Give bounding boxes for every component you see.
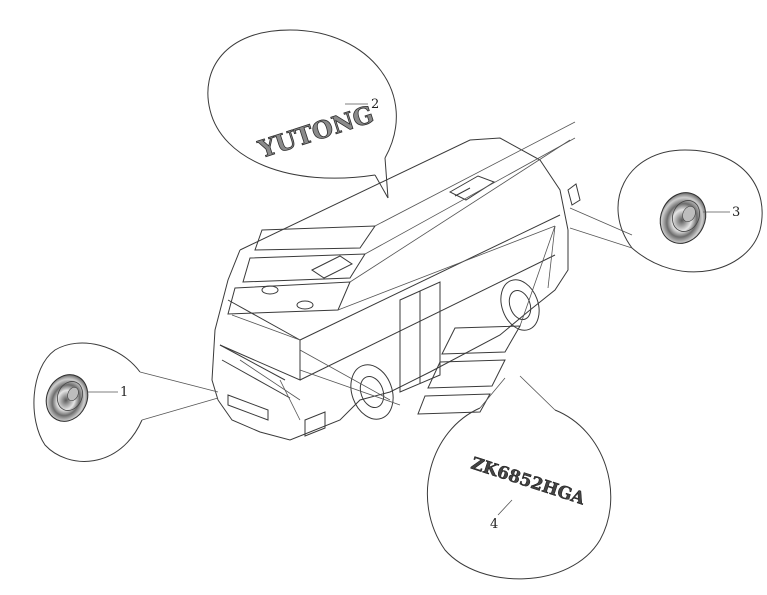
side-panels (417, 325, 521, 415)
callout-bubble-1: 1 (33, 342, 219, 462)
callout-number-4: 4 (490, 517, 498, 532)
roof-panels (227, 225, 376, 315)
model-plate: ZK6852HGA (468, 454, 587, 510)
callout-bubble-4: ZK6852HGA 4 (426, 375, 612, 580)
callout-number-2: 2 (371, 97, 379, 112)
front-badge-icon (45, 374, 89, 422)
callout-number-3: 3 (732, 205, 740, 220)
rear-badge-icon (659, 192, 707, 244)
callout-number-1: 1 (120, 385, 128, 400)
yutong-logo: YUTONG (254, 99, 377, 164)
bus-body (211, 137, 581, 441)
panel-leader-lines (231, 121, 576, 421)
callout-bubble-2: YUTONG 2 (207, 29, 397, 199)
callout-bubble-3: 3 (569, 149, 763, 273)
